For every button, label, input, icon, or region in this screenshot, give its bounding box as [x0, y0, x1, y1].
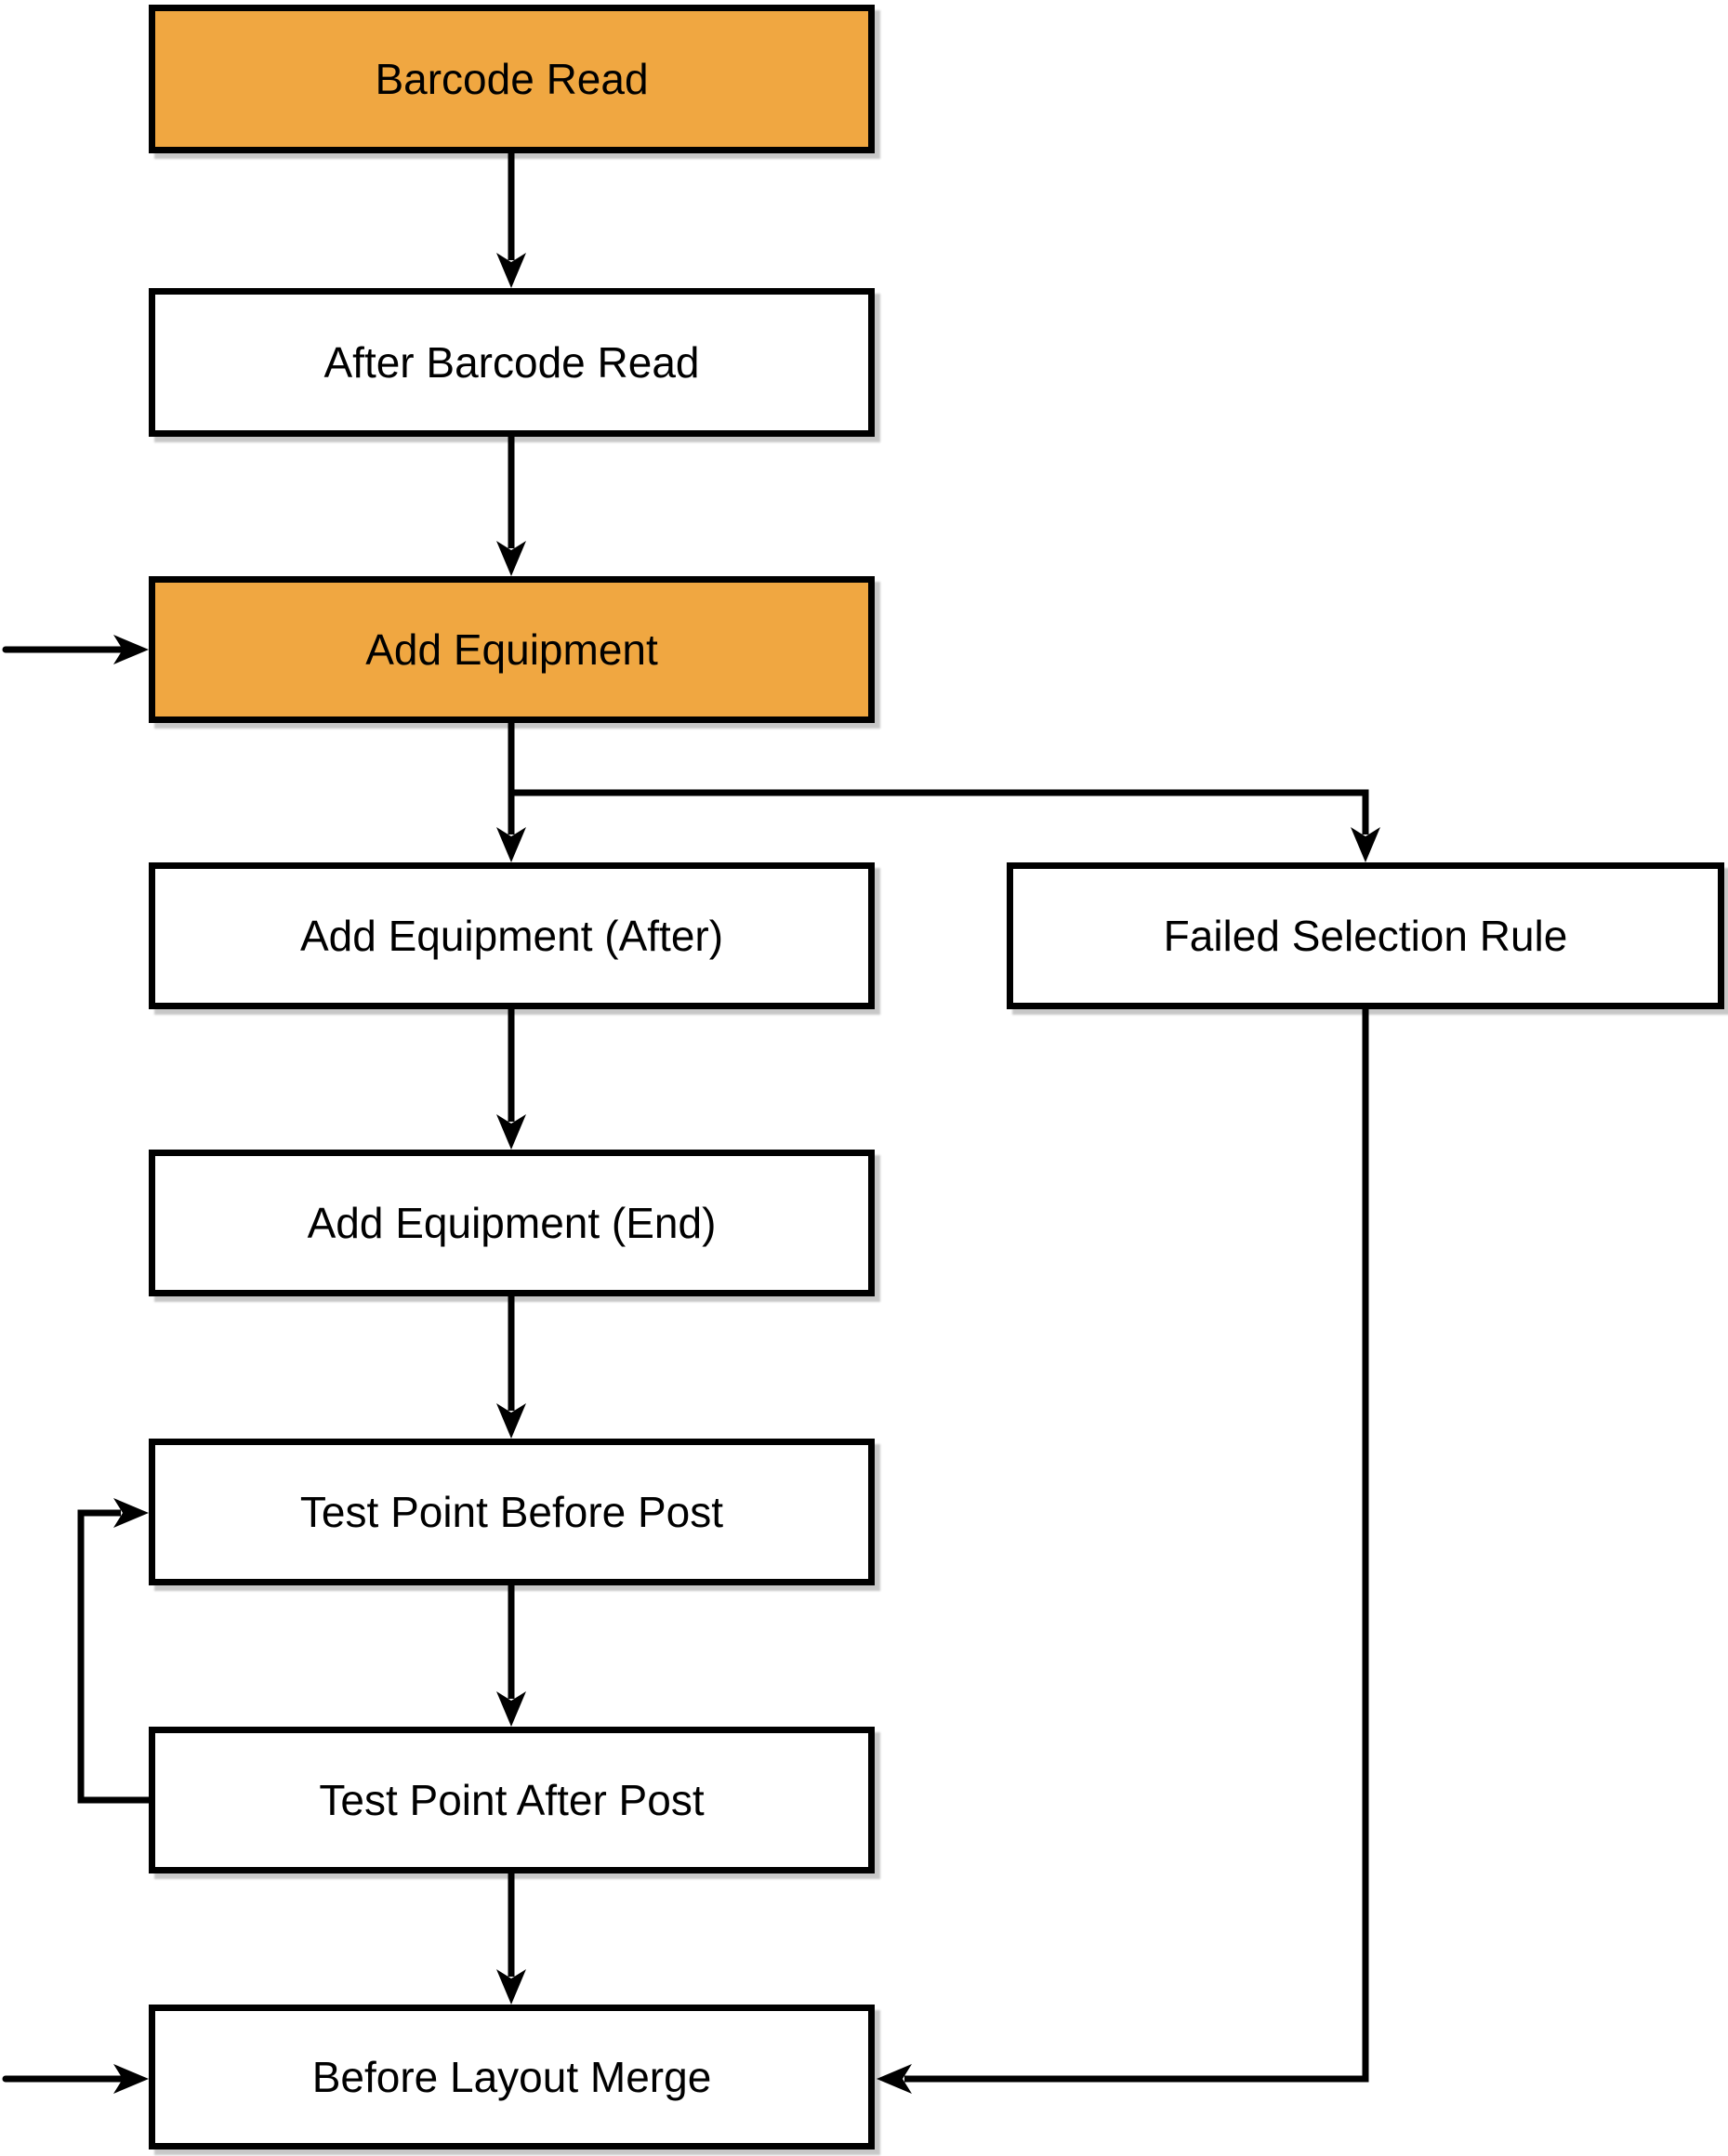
arrow-left-icon	[877, 2064, 912, 2094]
arrow-right-icon	[113, 2064, 149, 2094]
edge-failed-selection-rule-to-before-layout	[877, 1006, 1369, 2094]
arrow-right-icon	[113, 635, 149, 664]
arrow-down-icon	[496, 1403, 526, 1439]
node-add-equipment-after: Add Equipment (After)	[149, 862, 875, 1009]
arrow-down-icon	[496, 1969, 526, 2005]
arrow-down-icon	[1351, 827, 1380, 862]
edge-barcode-to-after-barcode	[496, 151, 526, 288]
node-failed-selection-rule: Failed Selection Rule	[1007, 862, 1724, 1009]
edge-add-equipment-after-to-end	[496, 1006, 526, 1150]
node-add-equipment: Add Equipment	[149, 576, 875, 723]
node-after-barcode-read: After Barcode Read	[149, 288, 875, 437]
node-label: Add Equipment (End)	[307, 1199, 717, 1247]
arrow-down-icon	[496, 541, 526, 576]
edge-after-barcode-to-add-equipment	[496, 434, 526, 576]
arrow-down-icon	[496, 253, 526, 288]
edge-test-point-before-to-after	[496, 1583, 526, 1727]
arrow-down-icon	[496, 1691, 526, 1727]
node-label: Before Layout Merge	[311, 2053, 712, 2101]
node-before-layout-merge: Before Layout Merge	[149, 2005, 875, 2149]
arrow-down-icon	[496, 1114, 526, 1150]
node-test-point-before-post: Test Point Before Post	[149, 1439, 875, 1585]
arrow-right-icon	[113, 1498, 149, 1528]
edge-line	[508, 720, 1369, 835]
node-barcode-read: Barcode Read	[149, 5, 875, 153]
edge-end-to-test-point-before	[496, 1294, 526, 1439]
arrow-down-icon	[496, 827, 526, 862]
edge-add-equipment-to-add-equipment-after	[496, 720, 526, 862]
edge-loop-test-point-after-to-before	[77, 1498, 151, 1804]
edge-external-to-add-equipment	[2, 635, 149, 664]
node-label: Barcode Read	[375, 55, 649, 103]
node-label: After Barcode Read	[323, 338, 700, 387]
node-label: Test Point Before Post	[299, 1488, 724, 1536]
edge-line	[77, 1509, 151, 1804]
node-test-point-after-post: Test Point After Post	[149, 1727, 875, 1873]
edge-line	[904, 1006, 1369, 2083]
node-label: Add Equipment	[365, 625, 658, 674]
node-label: Test Point After Post	[319, 1776, 705, 1824]
node-add-equipment-end: Add Equipment (End)	[149, 1150, 875, 1296]
node-label: Add Equipment (After)	[299, 912, 724, 960]
edge-external-to-before-layout	[2, 2064, 149, 2094]
node-label: Failed Selection Rule	[1163, 912, 1568, 960]
edge-test-point-after-to-before-layout	[496, 1871, 526, 2005]
edge-add-equipment-to-failed-selection-rule	[508, 720, 1380, 862]
